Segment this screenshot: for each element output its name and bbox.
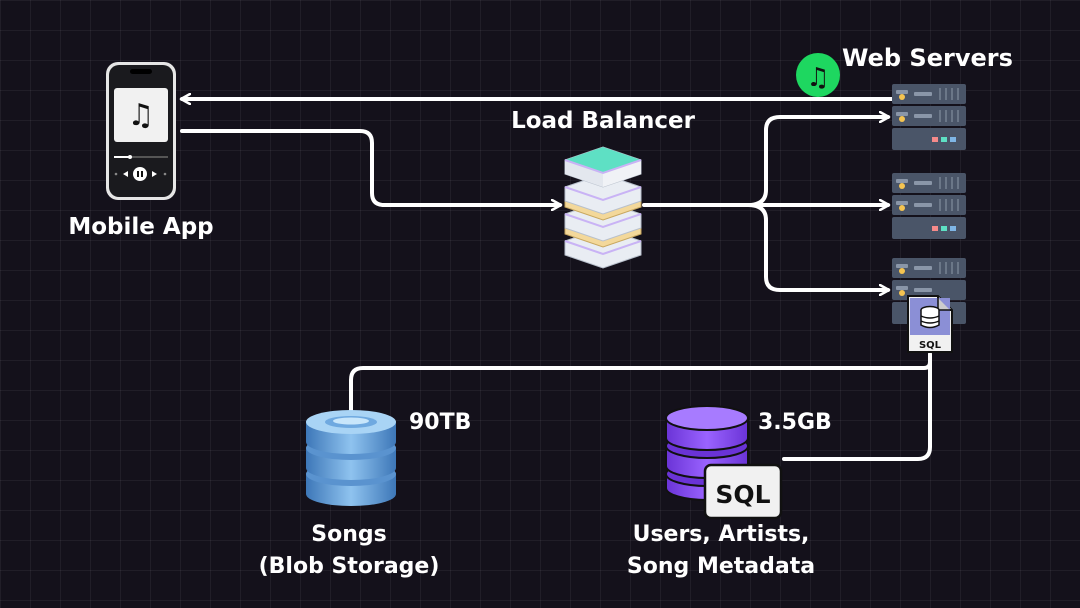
arrow-app-to-load-balancer — [180, 129, 560, 205]
previous-icon — [123, 171, 128, 177]
svg-text:♫: ♫ — [806, 63, 829, 93]
sql-badge-label: SQL — [715, 480, 770, 509]
sql-file-icon: SQL — [907, 295, 953, 353]
mobile-app-label: Mobile App — [68, 214, 214, 240]
load-balancer-label: Load Balancer — [511, 108, 695, 134]
blob-storage-icon — [306, 410, 396, 506]
play-pause-icon — [133, 167, 147, 181]
line-sql-to-blob — [349, 352, 932, 412]
next-icon — [152, 171, 157, 177]
songs-label-line2: (Blob Storage) — [258, 554, 440, 579]
connector-lines — [180, 99, 932, 461]
sql-database-icon: SQL — [665, 405, 783, 520]
mobile-phone-icon: ♫ — [106, 62, 176, 200]
sql-file-label: SQL — [919, 340, 942, 351]
sql-badge — [703, 463, 783, 520]
metadata-label-line1: Users, Artists, — [632, 522, 810, 547]
metadata-label-line2: Song Metadata — [626, 554, 816, 579]
songs-label-line1: Songs — [311, 522, 387, 547]
server-rack-icon-2 — [892, 173, 966, 239]
server-rack-icon-1 — [892, 84, 966, 150]
metadata-size-label: 3.5GB — [758, 410, 832, 435]
arrow-lb-to-server-1 — [746, 117, 888, 207]
music-note-icon: ♫ — [128, 98, 155, 133]
line-sql-to-metadata — [782, 358, 932, 461]
spotify-logo-icon: ♫ — [796, 53, 840, 97]
arrow-lb-to-server-3 — [746, 203, 888, 290]
songs-size-label: 90TB — [409, 410, 472, 435]
load-balancer-icon — [564, 146, 642, 269]
web-servers-label: Web Servers — [842, 44, 1013, 72]
